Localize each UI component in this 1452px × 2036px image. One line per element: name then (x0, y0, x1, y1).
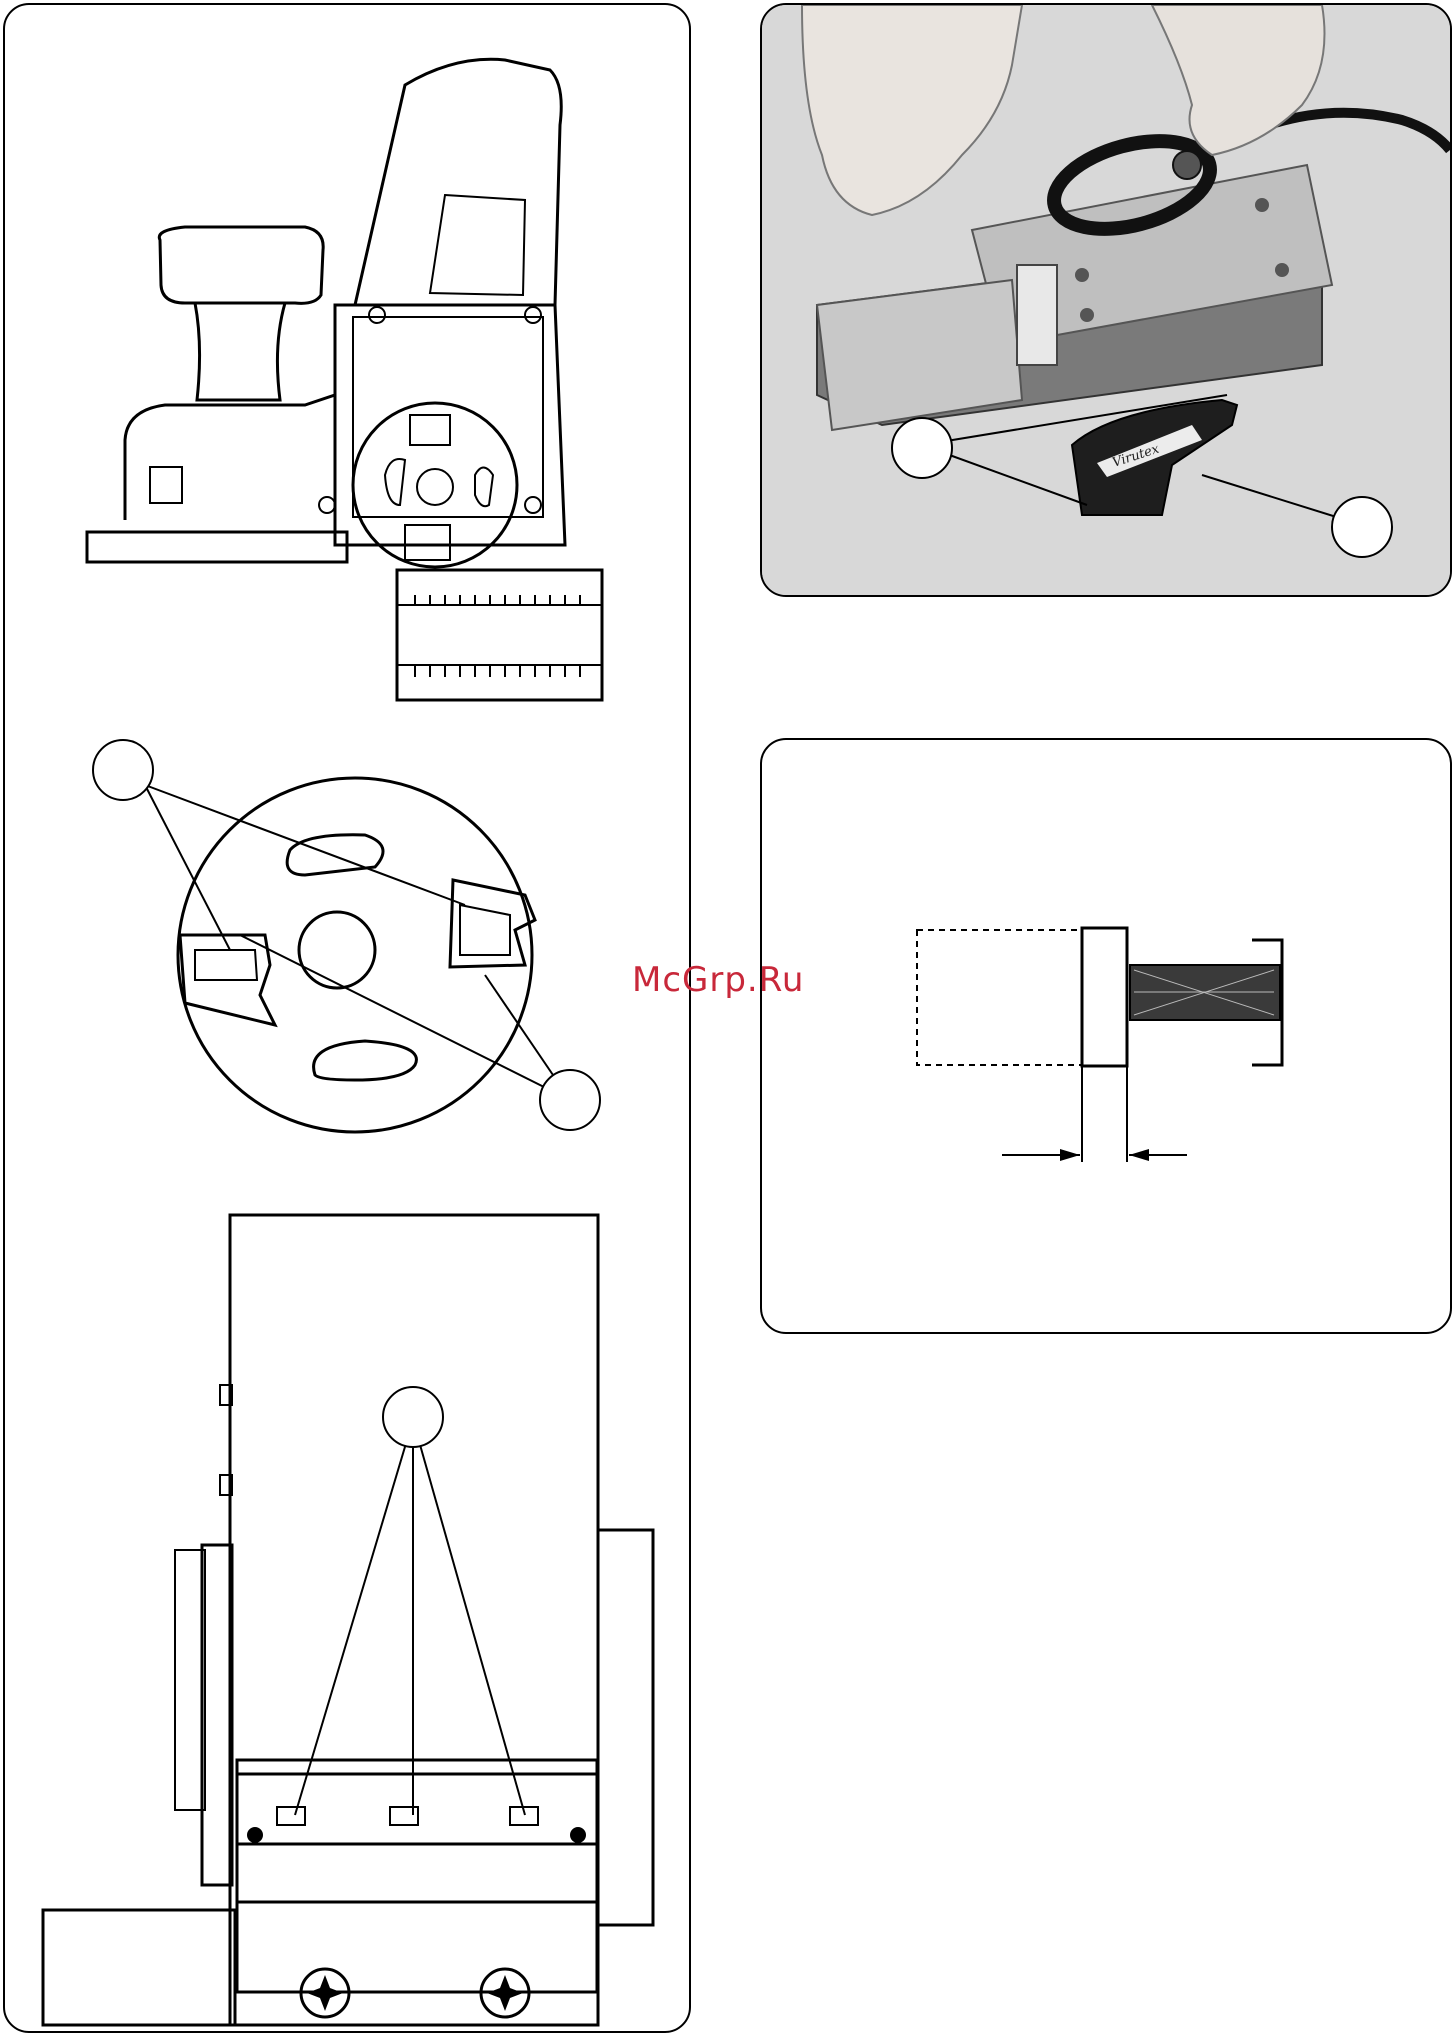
watermark: McGrp.Ru (632, 960, 804, 1000)
photo-callout-circle-right (1332, 497, 1392, 557)
cutter-drum-drawing (93, 740, 600, 1132)
gauge-panel (760, 738, 1452, 1334)
rear-handle (355, 59, 561, 305)
planer-side-view-drawing (87, 59, 602, 700)
front-knob (159, 227, 323, 303)
left-illustration-panel (3, 3, 691, 2033)
right-blade (450, 880, 535, 967)
gauge-dashed-block (917, 930, 1082, 1065)
planer-base-plate (87, 532, 347, 562)
planer-bottom-view-drawing (43, 1215, 653, 2025)
left-panel-drawings (5, 5, 689, 2031)
photo-hands-changing-blade: Virutex (762, 5, 1450, 595)
ruler (397, 570, 602, 700)
blade-setting-gauge-drawing (762, 740, 1450, 1332)
photo-callout-circle-left (892, 418, 952, 478)
gauge-solid-block (1082, 928, 1127, 1066)
callout-circle-bottom-right (540, 1070, 600, 1130)
callout-circle-bottom-view (383, 1387, 443, 1447)
callout-circle-top-left (93, 740, 153, 800)
photo-panel: Virutex (760, 3, 1452, 597)
